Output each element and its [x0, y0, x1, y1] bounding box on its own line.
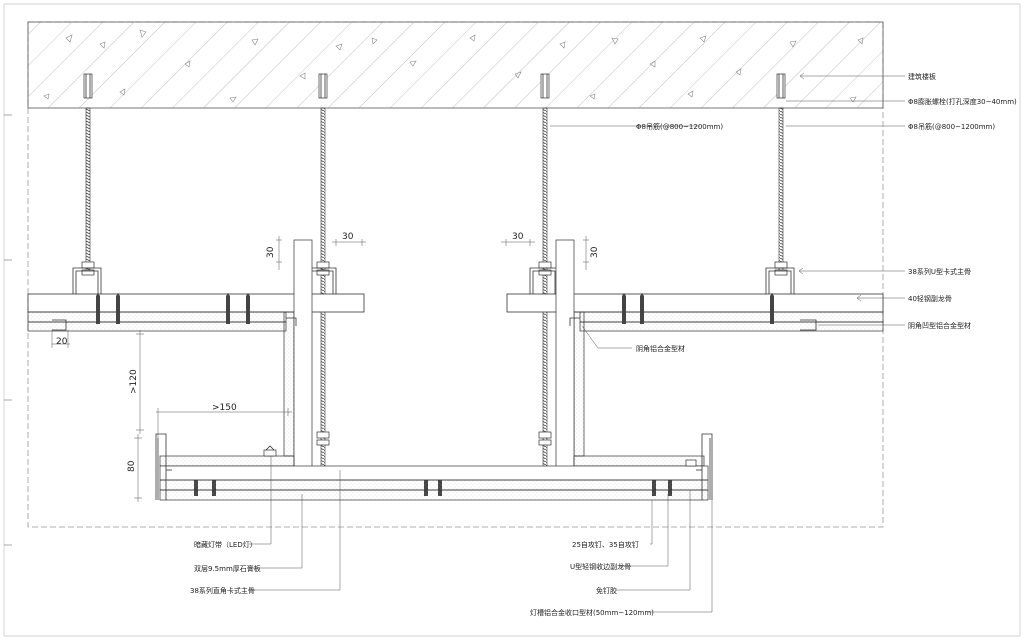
label-u-edge-keel: U型轻钢收边副龙骨	[570, 562, 631, 571]
label-double-gypsum: 双层9.5mm厚石膏板	[194, 564, 261, 573]
u-main-channel	[72, 267, 795, 300]
dim-30-right-horizontal: 30	[512, 232, 524, 242]
label-right-angle-keel: 38系列直角卡式主骨	[190, 586, 255, 595]
label-screws: 25自攻钉、35自攻钉	[572, 540, 639, 549]
dim-150: >150	[212, 403, 237, 413]
leader-lines-right	[249, 72, 905, 613]
label-led-strip: 暗藏灯带（LED灯）	[194, 540, 257, 549]
label-concave-profile: 阴角凹型铝合金型材	[908, 321, 971, 330]
dim-20: 20	[56, 337, 68, 347]
dimension-lines	[51, 236, 589, 502]
label-light-steel-keel: 40轻钢副龙骨	[908, 294, 952, 303]
drop-wall	[283, 239, 585, 477]
label-hanger-rod-mid: Φ8吊筋(@800~1200mm)	[636, 122, 723, 131]
dim-30-right-vertical: 30	[590, 246, 600, 258]
concrete-slab	[27, 21, 884, 109]
label-edge-profile: 灯槽铝合金收口型材(50mm~120mm)	[530, 608, 654, 617]
dim-80: 80	[127, 460, 137, 472]
hanger-rod-4	[774, 73, 788, 276]
dim-30-left-vertical: 30	[266, 246, 276, 258]
label-slab: 建筑楼板	[908, 72, 936, 81]
label-nail-free-glue: 免钉胶	[596, 586, 617, 595]
lower-gypsum-board	[159, 455, 709, 501]
light-steel-joist	[27, 293, 884, 313]
led-strip	[263, 445, 697, 467]
aluminium-edge-profile	[155, 433, 713, 500]
dim-30-left-horizontal: 30	[342, 232, 354, 242]
label-expansion-bolt: Φ8膨胀螺栓(打孔深度30~40mm)	[908, 97, 1017, 106]
dim-120: >120	[129, 369, 139, 394]
label-hanger-rod: Φ8吊筋(@800~1200mm)	[908, 122, 995, 131]
label-u-main-keel: 38系列U型卡式主骨	[908, 267, 971, 276]
upper-gypsum-board	[27, 311, 884, 332]
label-corner-profile: 阴角铝合金型材	[636, 344, 685, 353]
sheet-frame	[3, 3, 1021, 637]
